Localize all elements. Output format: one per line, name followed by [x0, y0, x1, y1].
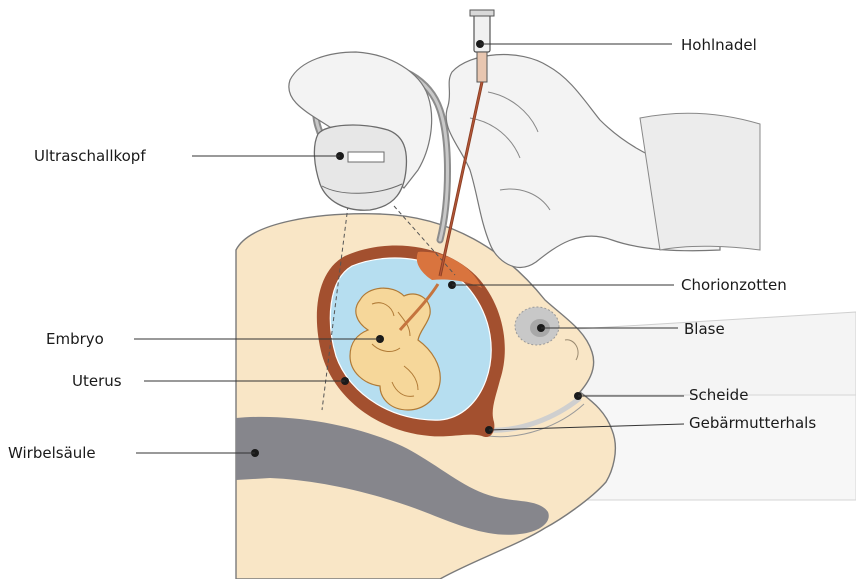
- label-scheide: Scheide: [689, 386, 748, 404]
- glove-cuff: [640, 113, 760, 250]
- label-blase: Blase: [684, 320, 725, 338]
- label-wirbelsaeule: Wirbelsäule: [8, 444, 96, 462]
- label-uterus: Uterus: [72, 372, 122, 390]
- label-embryo: Embryo: [46, 330, 104, 348]
- label-hohlnadel: Hohlnadel: [681, 36, 757, 54]
- label-ultraschallkopf: Ultraschallkopf: [34, 147, 146, 165]
- label-gebaermutterhals: Gebärmutterhals: [689, 414, 816, 432]
- ultrasound-probe-icon: [314, 125, 406, 210]
- label-chorionzotten: Chorionzotten: [681, 276, 787, 294]
